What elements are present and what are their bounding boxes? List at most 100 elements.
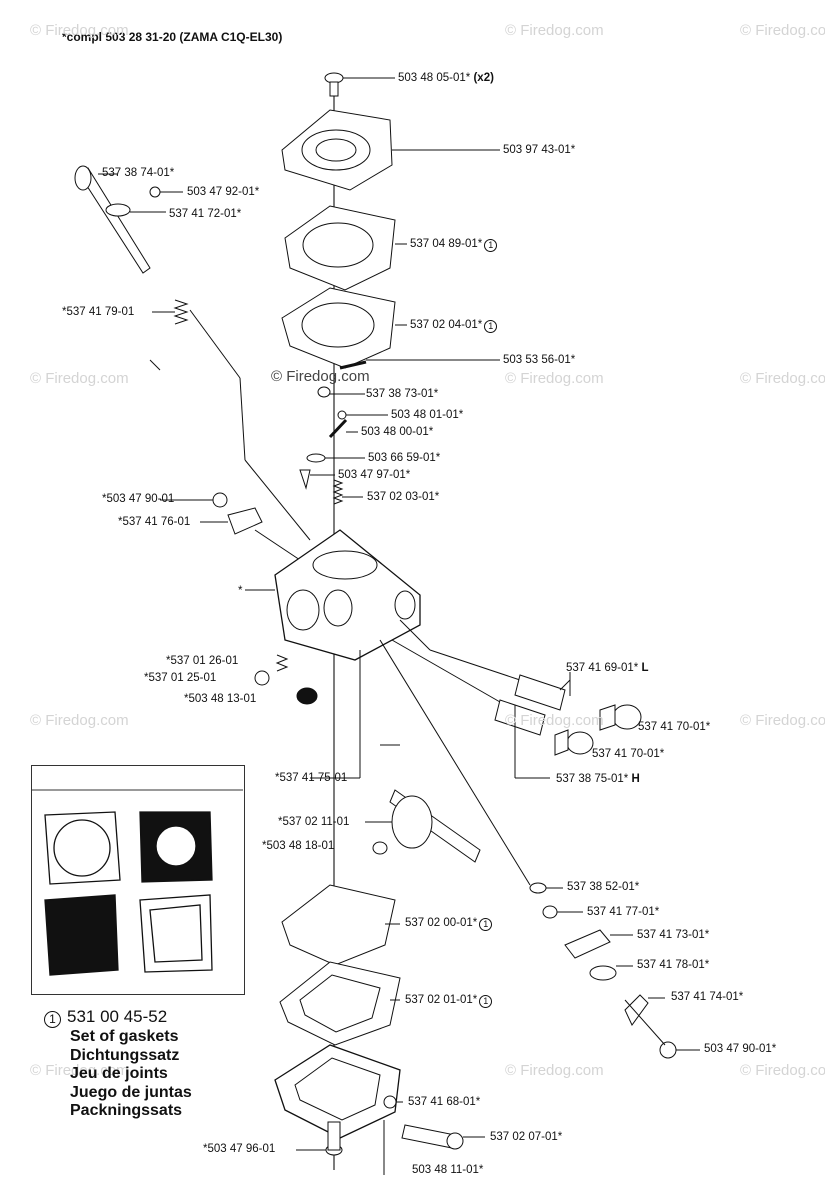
metering-diaphragm-drawing (281, 884, 400, 966)
idle-needle-drawing (74, 165, 311, 541)
part-number: *537 02 11-01 (278, 816, 350, 828)
part-number: * (238, 585, 243, 597)
part-number: 503 97 43-01* (503, 144, 576, 156)
kit-name-es: Juego de juntas (70, 1083, 192, 1101)
part-label-p11: 503 48 01-01* (391, 409, 464, 422)
part-label-p5: 537 41 72-01* (169, 208, 241, 221)
part-number: 537 02 00-01* (405, 917, 478, 929)
part-number: 537 41 70-01* (638, 721, 711, 733)
part-label-p34: 537 02 01-01*1 (405, 994, 493, 1008)
watermark: © Firedog.com (30, 1062, 129, 1079)
part-number: 537 02 03-01* (367, 491, 440, 503)
watermark: © Firedog.com (740, 370, 825, 387)
part-label-p1: 503 48 05-01* (x2) (398, 72, 494, 85)
kit-reference-marker: 1 (479, 995, 493, 1008)
part-label-p2: 503 97 43-01* (503, 144, 576, 157)
part-number: *503 47 90-01 (102, 493, 175, 505)
kit-name-en: Set of gaskets (70, 1028, 179, 1045)
part-number: 537 41 68-01* (408, 1096, 481, 1108)
part-number: 537 41 74-01* (671, 991, 744, 1003)
part-label-p26: 537 38 75-01* H (556, 773, 640, 786)
part-label-p25: *537 41 75-01 (275, 772, 348, 785)
part-number: 503 47 97-01* (338, 469, 411, 481)
gasket-kit-box (31, 765, 245, 995)
part-number: 503 48 01-01* (391, 409, 464, 421)
watermark: © Firedog.com (30, 22, 129, 39)
part-label-p33: 537 41 78-01* (637, 959, 710, 972)
part-number: *537 41 75-01 (275, 772, 348, 784)
part-number: 537 02 07-01* (490, 1131, 563, 1143)
metering-cover-drawing (274, 1044, 485, 1175)
part-number: *503 48 13-01 (184, 693, 257, 705)
part-label-p21: *537 01 25-01 (144, 672, 217, 685)
part-label-p29: 537 38 52-01* (567, 881, 640, 894)
part-label-p17: *537 41 76-01 (118, 516, 190, 529)
part-label-p16: 537 02 03-01* (367, 491, 440, 504)
part-number: 537 38 73-01* (366, 388, 439, 400)
part-number: 537 41 69-01* (566, 662, 639, 674)
carburetor-body-drawing (245, 529, 421, 661)
part-number: 537 41 78-01* (637, 959, 710, 971)
part-label-p19: 537 41 69-01* L (566, 662, 649, 675)
part-label-p40: 503 48 11-01* (412, 1164, 483, 1177)
watermark: © Firedog.com (30, 712, 129, 729)
part-number: *503 48 18-01 (262, 840, 335, 852)
part-label-p32: 537 41 73-01* (637, 929, 710, 942)
kit-reference-marker: 1 (479, 918, 493, 931)
part-number: *537 01 26-01 (166, 655, 239, 667)
part-label-p30: 537 41 77-01* (587, 906, 660, 919)
part-label-p9: 503 53 56-01* (503, 354, 575, 367)
part-number: 537 41 73-01* (637, 929, 710, 941)
part-label-p14: 503 47 97-01* (338, 469, 411, 482)
part-qualifier: H (631, 773, 640, 785)
part-number: *537 01 25-01 (144, 672, 217, 684)
watermark: © Firedog.com (740, 1062, 825, 1079)
part-label-p4: 503 47 92-01* (187, 186, 260, 199)
part-number: *503 47 96-01 (203, 1143, 276, 1155)
kit-circle-marker: 1 (44, 1011, 61, 1028)
part-number: 537 41 70-01* (592, 748, 665, 760)
part-label-p24: 537 41 70-01* (592, 748, 665, 761)
part-label-p20: *537 01 26-01 (166, 655, 239, 668)
part-number: 503 47 92-01* (187, 186, 260, 198)
part-label-p38: 537 02 07-01* (490, 1131, 563, 1144)
watermark: © Firedog.com (505, 1062, 604, 1079)
watermark: © Firedog.com (30, 370, 129, 387)
kit-reference-marker: 1 (484, 320, 498, 333)
kit-name-fr: Jeu de joints (70, 1065, 168, 1082)
kit-reference-marker: 1 (484, 239, 498, 252)
copyright-notice: © Firedog.com (271, 368, 370, 385)
part-label-p28: *503 48 18-01 (262, 840, 335, 853)
part-number: 503 48 05-01* (398, 72, 471, 84)
watermark: © Firedog.com (505, 712, 604, 729)
spring-drawing (332, 479, 363, 505)
part-label-p6: 537 04 89-01*1 (410, 238, 498, 252)
kit-name-sv: Packningssats (70, 1102, 183, 1119)
part-qualifier: L (641, 662, 649, 674)
watermark: © Firedog.com (505, 370, 604, 387)
part-label-p13: 503 66 59-01* (368, 452, 440, 465)
part-label-p7: *537 41 79-01 (62, 306, 135, 319)
assembly-number: *compl 503 28 31-20 (62, 30, 177, 44)
part-label-p23: *503 48 13-01 (184, 693, 257, 706)
part-label-p36: 503 47 90-01* (704, 1043, 776, 1056)
part-number: *537 41 79-01 (62, 306, 135, 318)
part-number: 537 02 01-01* (405, 994, 478, 1006)
part-number: 537 41 77-01* (587, 906, 660, 918)
part-number: 503 48 00-01* (361, 426, 434, 438)
part-label-p15: *503 47 90-01 (102, 493, 175, 506)
part-label-p18: * (238, 585, 243, 598)
carburetor-model: (ZAMA C1Q-EL30) (179, 30, 283, 44)
part-label-p8: 537 02 04-01*1 (410, 319, 498, 333)
part-number: 537 38 74-01* (102, 167, 175, 179)
part-number: 537 38 52-01* (567, 881, 640, 893)
choke-linkage-drawing (379, 639, 700, 1059)
pump-cover-drawing (281, 109, 500, 191)
part-label-p39: *503 47 96-01 (203, 1143, 276, 1156)
part-label-p37: 537 41 68-01* (408, 1096, 481, 1109)
top-screw-drawing (324, 72, 395, 97)
